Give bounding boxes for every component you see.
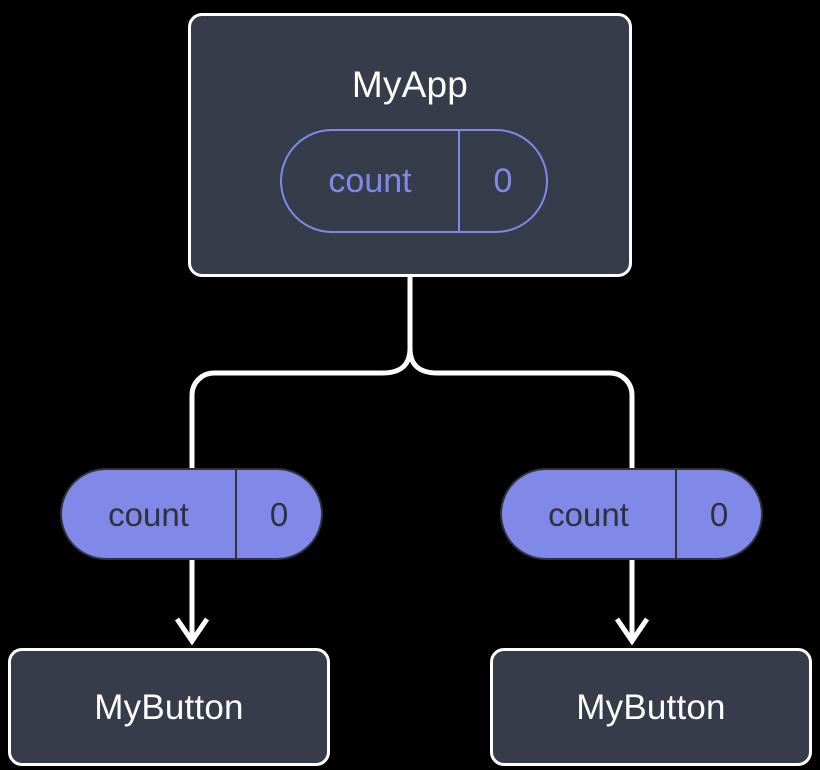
state-pill-right-value: 0 xyxy=(709,495,729,533)
state-pill-right-key: count xyxy=(502,470,677,558)
connector-branch-right xyxy=(407,347,635,468)
state-pill-left[interactable]: count 0 xyxy=(60,468,323,560)
arrow-left-head xyxy=(174,617,210,646)
state-pill-myapp[interactable]: count 0 xyxy=(280,129,548,233)
node-mybutton-right[interactable]: MyButton xyxy=(490,648,812,766)
state-pill-myapp-value: 0 xyxy=(493,162,513,200)
arrow-right-head xyxy=(614,617,650,646)
state-pill-left-key: count xyxy=(62,470,237,558)
connector-branch-left xyxy=(189,347,413,468)
state-pill-left-value: 0 xyxy=(269,495,289,533)
node-mybutton-left-title: MyButton xyxy=(94,687,244,727)
node-mybutton-left[interactable]: MyButton xyxy=(8,648,330,766)
node-myapp[interactable]: MyApp count 0 xyxy=(188,13,632,277)
state-pill-myapp-key: count xyxy=(282,131,460,231)
node-mybutton-right-title: MyButton xyxy=(576,687,726,727)
node-myapp-title: MyApp xyxy=(351,64,469,105)
state-pill-right[interactable]: count 0 xyxy=(500,468,763,560)
